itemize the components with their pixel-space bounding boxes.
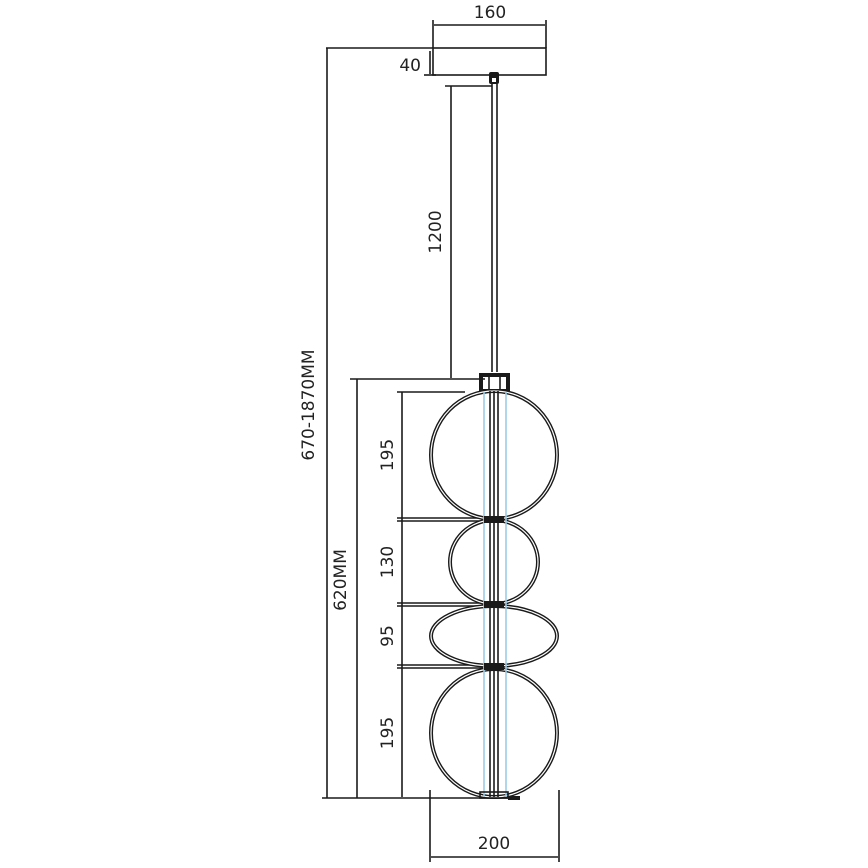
- label-ring3: 95: [378, 625, 398, 647]
- dim-ring-segments: 195 130 95 195: [378, 391, 483, 797]
- dim-body-width: 200: [429, 790, 560, 862]
- dim-body-height: 620MM: [331, 378, 485, 798]
- dim-total-height: 670-1870MM: [299, 47, 433, 798]
- label-body-height: 620MM: [331, 549, 351, 611]
- dim-cable-length: 1200: [426, 85, 492, 378]
- label-canopy-height: 40: [399, 56, 421, 76]
- cable: [489, 72, 499, 372]
- label-cable-length: 1200: [426, 210, 446, 253]
- label-ring1: 195: [378, 439, 398, 471]
- label-ring4: 195: [378, 717, 398, 749]
- dim-canopy-width: 160: [432, 3, 547, 48]
- label-body-width: 200: [478, 834, 510, 854]
- label-canopy-width: 160: [474, 3, 506, 23]
- label-total-height: 670-1870MM: [299, 349, 319, 460]
- canopy: [432, 47, 547, 76]
- label-ring2: 130: [378, 546, 398, 578]
- lamp-body: [429, 373, 559, 800]
- dim-canopy-height: 40: [399, 51, 436, 76]
